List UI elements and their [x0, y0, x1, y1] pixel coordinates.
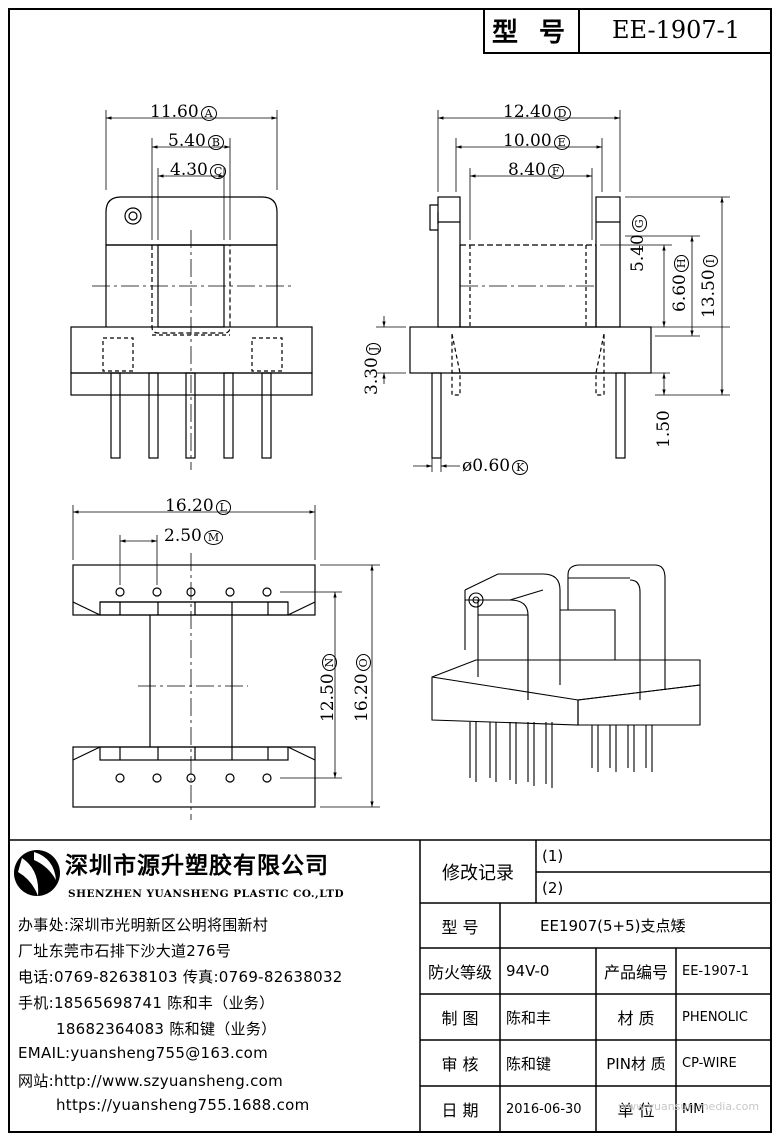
- model-label: 型 号: [485, 8, 580, 52]
- dim-d-value: 12.40: [503, 102, 552, 122]
- dim-c-tag: C: [209, 164, 227, 179]
- front-view: [70, 110, 313, 470]
- company-logo: [14, 850, 60, 896]
- phone-fax: 电话:0769-82638103 传真:0769-82638032: [18, 968, 343, 986]
- email: EMAIL:yuansheng755@163.com: [18, 1044, 269, 1062]
- spec-model-label: 型 号: [441, 917, 479, 937]
- dim-j-value: 3.30: [362, 357, 382, 395]
- check-label: 审 核: [441, 1055, 479, 1074]
- mobile-1: 手机:18565698741 陈和丰（业务）: [18, 994, 275, 1012]
- product-no-label: 产品编号: [603, 963, 668, 982]
- dim-c-value: 4.30: [170, 160, 208, 180]
- dim-o-tag: O: [356, 654, 371, 672]
- revision-1: (1): [542, 847, 564, 865]
- model-box: 型 号 EE-1907-1: [483, 8, 772, 54]
- dim-i-value: 13.50: [699, 269, 719, 318]
- dim-a-tag: A: [200, 106, 217, 121]
- dim-n-value: 12.50: [318, 673, 338, 722]
- website-1: 网站:http://www.szyuansheng.com: [18, 1072, 284, 1090]
- dim-b-tag: B: [207, 135, 224, 150]
- dim-n: 12.50N: [318, 653, 338, 722]
- check-value: 陈和键: [506, 1054, 552, 1073]
- dim-n-tag: N: [322, 653, 337, 672]
- dim-m-tag: M: [203, 530, 224, 545]
- factory-address: 厂址东莞市石排下沙大道276号: [18, 942, 232, 960]
- date-label: 日 期: [441, 1101, 479, 1120]
- office-address: 办事处:深圳市光明新区公明将围新村: [18, 916, 269, 934]
- spec-model-value: EE1907(5+5)支点矮: [540, 917, 686, 935]
- dim-j-tag: J: [366, 342, 381, 356]
- bottom-view: [72, 505, 380, 820]
- website-2: https://yuansheng755.1688.com: [56, 1096, 310, 1114]
- dim-m-value: 2.50: [164, 526, 202, 546]
- pin-material-value: CP-WIRE: [682, 1055, 737, 1071]
- fire-rating-value: 94V-0: [506, 962, 550, 980]
- dim-g: 5.40G: [628, 215, 648, 272]
- revision-2: (2): [542, 878, 564, 897]
- material-label: 材 质: [617, 1009, 655, 1028]
- watermark: www.yuansun media.com: [618, 1100, 760, 1113]
- unit-value: MM: [682, 1101, 705, 1117]
- fire-rating-label: 防火等级: [427, 963, 492, 982]
- dim-o: 16.20O: [352, 654, 372, 722]
- dim-h-value: 6.60: [670, 274, 690, 312]
- dim-d-tag: D: [553, 106, 571, 121]
- dim-e-tag: E: [553, 135, 570, 150]
- drawing-sheet: [8, 8, 772, 1133]
- dim-l-value: 16.20: [165, 496, 214, 516]
- dim-k-tag: K: [512, 460, 529, 475]
- dim-h: 6.60H: [670, 254, 690, 312]
- dim-g-tag: G: [632, 215, 647, 233]
- side-view: [376, 110, 730, 472]
- header: 型 号 EE-1907-1: [8, 8, 772, 58]
- revision-label: 修改记录: [442, 862, 514, 884]
- dim-o-value: 16.20: [352, 673, 372, 722]
- dim-g-value: 5.40: [628, 234, 648, 272]
- drawn-value: 陈和丰: [506, 1008, 552, 1027]
- unit-label: 单 位: [617, 1101, 655, 1120]
- dim-j: 3.30J: [362, 342, 382, 395]
- company-name-cn: 深圳市源升塑胶有限公司: [65, 853, 329, 879]
- dim-i: 13.50I: [699, 254, 719, 318]
- dim-f-tag: F: [547, 164, 564, 179]
- drawn-label: 制 图: [441, 1009, 479, 1028]
- dim-i-tag: I: [703, 254, 718, 268]
- pin-material-label: PIN材 质: [606, 1054, 666, 1073]
- dim-h-tag: H: [674, 254, 689, 273]
- mobile-2: 18682364083 陈和键（业务）: [56, 1020, 277, 1038]
- material-value: PHENOLIC: [682, 1009, 748, 1025]
- isometric-view: [431, 564, 701, 788]
- date-value: 2016-06-30: [506, 1101, 582, 1117]
- company-name-en: SHENZHEN YUANSHENG PLASTIC CO.,LTD: [68, 888, 345, 900]
- dim-b-value: 5.40: [168, 131, 206, 151]
- dim-a-value: 11.60: [150, 102, 199, 122]
- dim-f-value: 8.40: [508, 160, 546, 180]
- dim-l-tag: L: [215, 500, 231, 515]
- dim-pin-length: 1.50: [654, 410, 674, 448]
- title-block-grid: [9, 839, 771, 1132]
- product-no-value: EE-1907-1: [682, 963, 750, 979]
- dim-e-value: 10.00: [503, 131, 552, 151]
- dim-k-value: ø0.60: [462, 456, 511, 476]
- dim-pin-length-value: 1.50: [654, 410, 674, 448]
- model-value: EE-1907-1: [611, 16, 741, 44]
